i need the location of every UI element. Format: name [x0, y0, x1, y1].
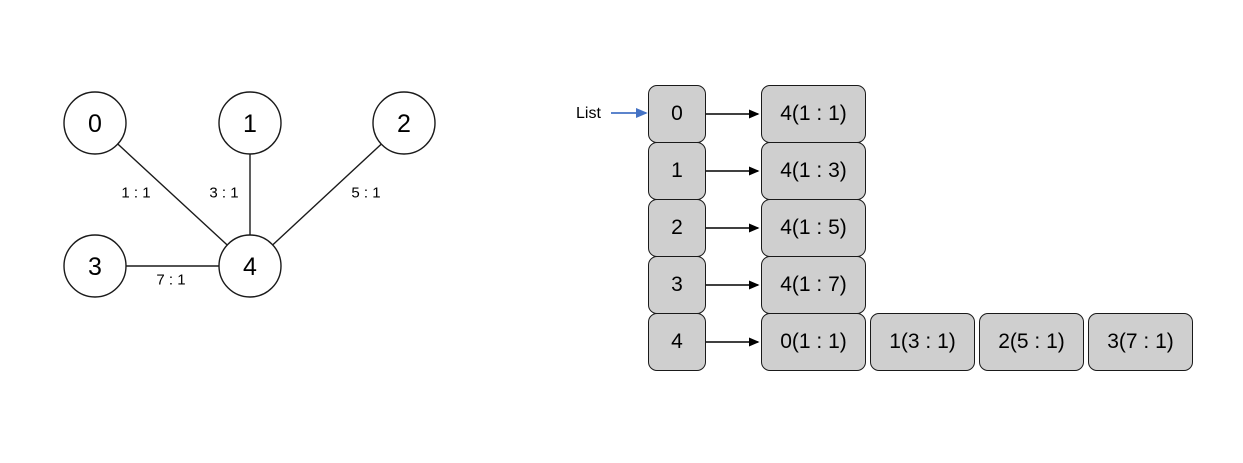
list-pointer-label: List — [576, 105, 601, 122]
list-index-cell-0[interactable]: 0 — [648, 85, 706, 143]
graph-node-0[interactable] — [63, 91, 127, 155]
list-value-cell-4-3[interactable]: 3(7 : 1) — [1088, 313, 1193, 371]
graph-edge-label-group: 1 : 1 3 : 1 5 : 1 7 : 1 — [121, 185, 380, 289]
list-index-cell-2[interactable]: 2 — [648, 199, 706, 257]
list-index-cell-3[interactable]: 3 — [648, 256, 706, 314]
list-value-cell-3-0[interactable]: 4(1 : 7) — [761, 256, 866, 314]
graph-node-label-3: 3 — [88, 253, 102, 281]
list-index-cell-4[interactable]: 4 — [648, 313, 706, 371]
weighted-graph-panel: 0 1 2 3 4 1 : 1 3 : 1 5 : 1 7 : 1 — [63, 91, 436, 298]
list-value-cell-2-0[interactable]: 4(1 : 5) — [761, 199, 866, 257]
graph-edge-0-4 — [117, 143, 228, 246]
list-value-cell-4-2[interactable]: 2(5 : 1) — [979, 313, 1084, 371]
graph-edge-label-1-4: 3 : 1 — [209, 185, 238, 202]
graph-edge-2-4 — [272, 143, 382, 246]
graph-node-label-2: 2 — [397, 110, 411, 138]
graph-node-4[interactable] — [218, 234, 282, 298]
graph-node-2[interactable] — [372, 91, 436, 155]
list-value-cell-4-0[interactable]: 0(1 : 1) — [761, 313, 866, 371]
graph-node-1[interactable] — [218, 91, 282, 155]
graph-edge-label-2-4: 5 : 1 — [351, 185, 380, 202]
list-value-cell-0-0[interactable]: 4(1 : 1) — [761, 85, 866, 143]
list-value-cell-4-1[interactable]: 1(3 : 1) — [870, 313, 975, 371]
graph-node-group: 0 1 2 3 4 — [63, 91, 436, 298]
graph-node-label-4: 4 — [243, 253, 257, 281]
list-value-cell-1-0[interactable]: 4(1 : 3) — [761, 142, 866, 200]
graph-edge-group — [117, 143, 382, 267]
graph-node-3[interactable] — [63, 234, 127, 298]
graph-node-label-0: 0 — [88, 110, 102, 138]
graph-node-label-1: 1 — [243, 110, 257, 138]
graph-edge-label-0-4: 1 : 1 — [121, 185, 150, 202]
row-arrows — [706, 109, 760, 347]
graph-edge-label-3-4: 7 : 1 — [156, 272, 185, 289]
list-index-cell-1[interactable]: 1 — [648, 142, 706, 200]
